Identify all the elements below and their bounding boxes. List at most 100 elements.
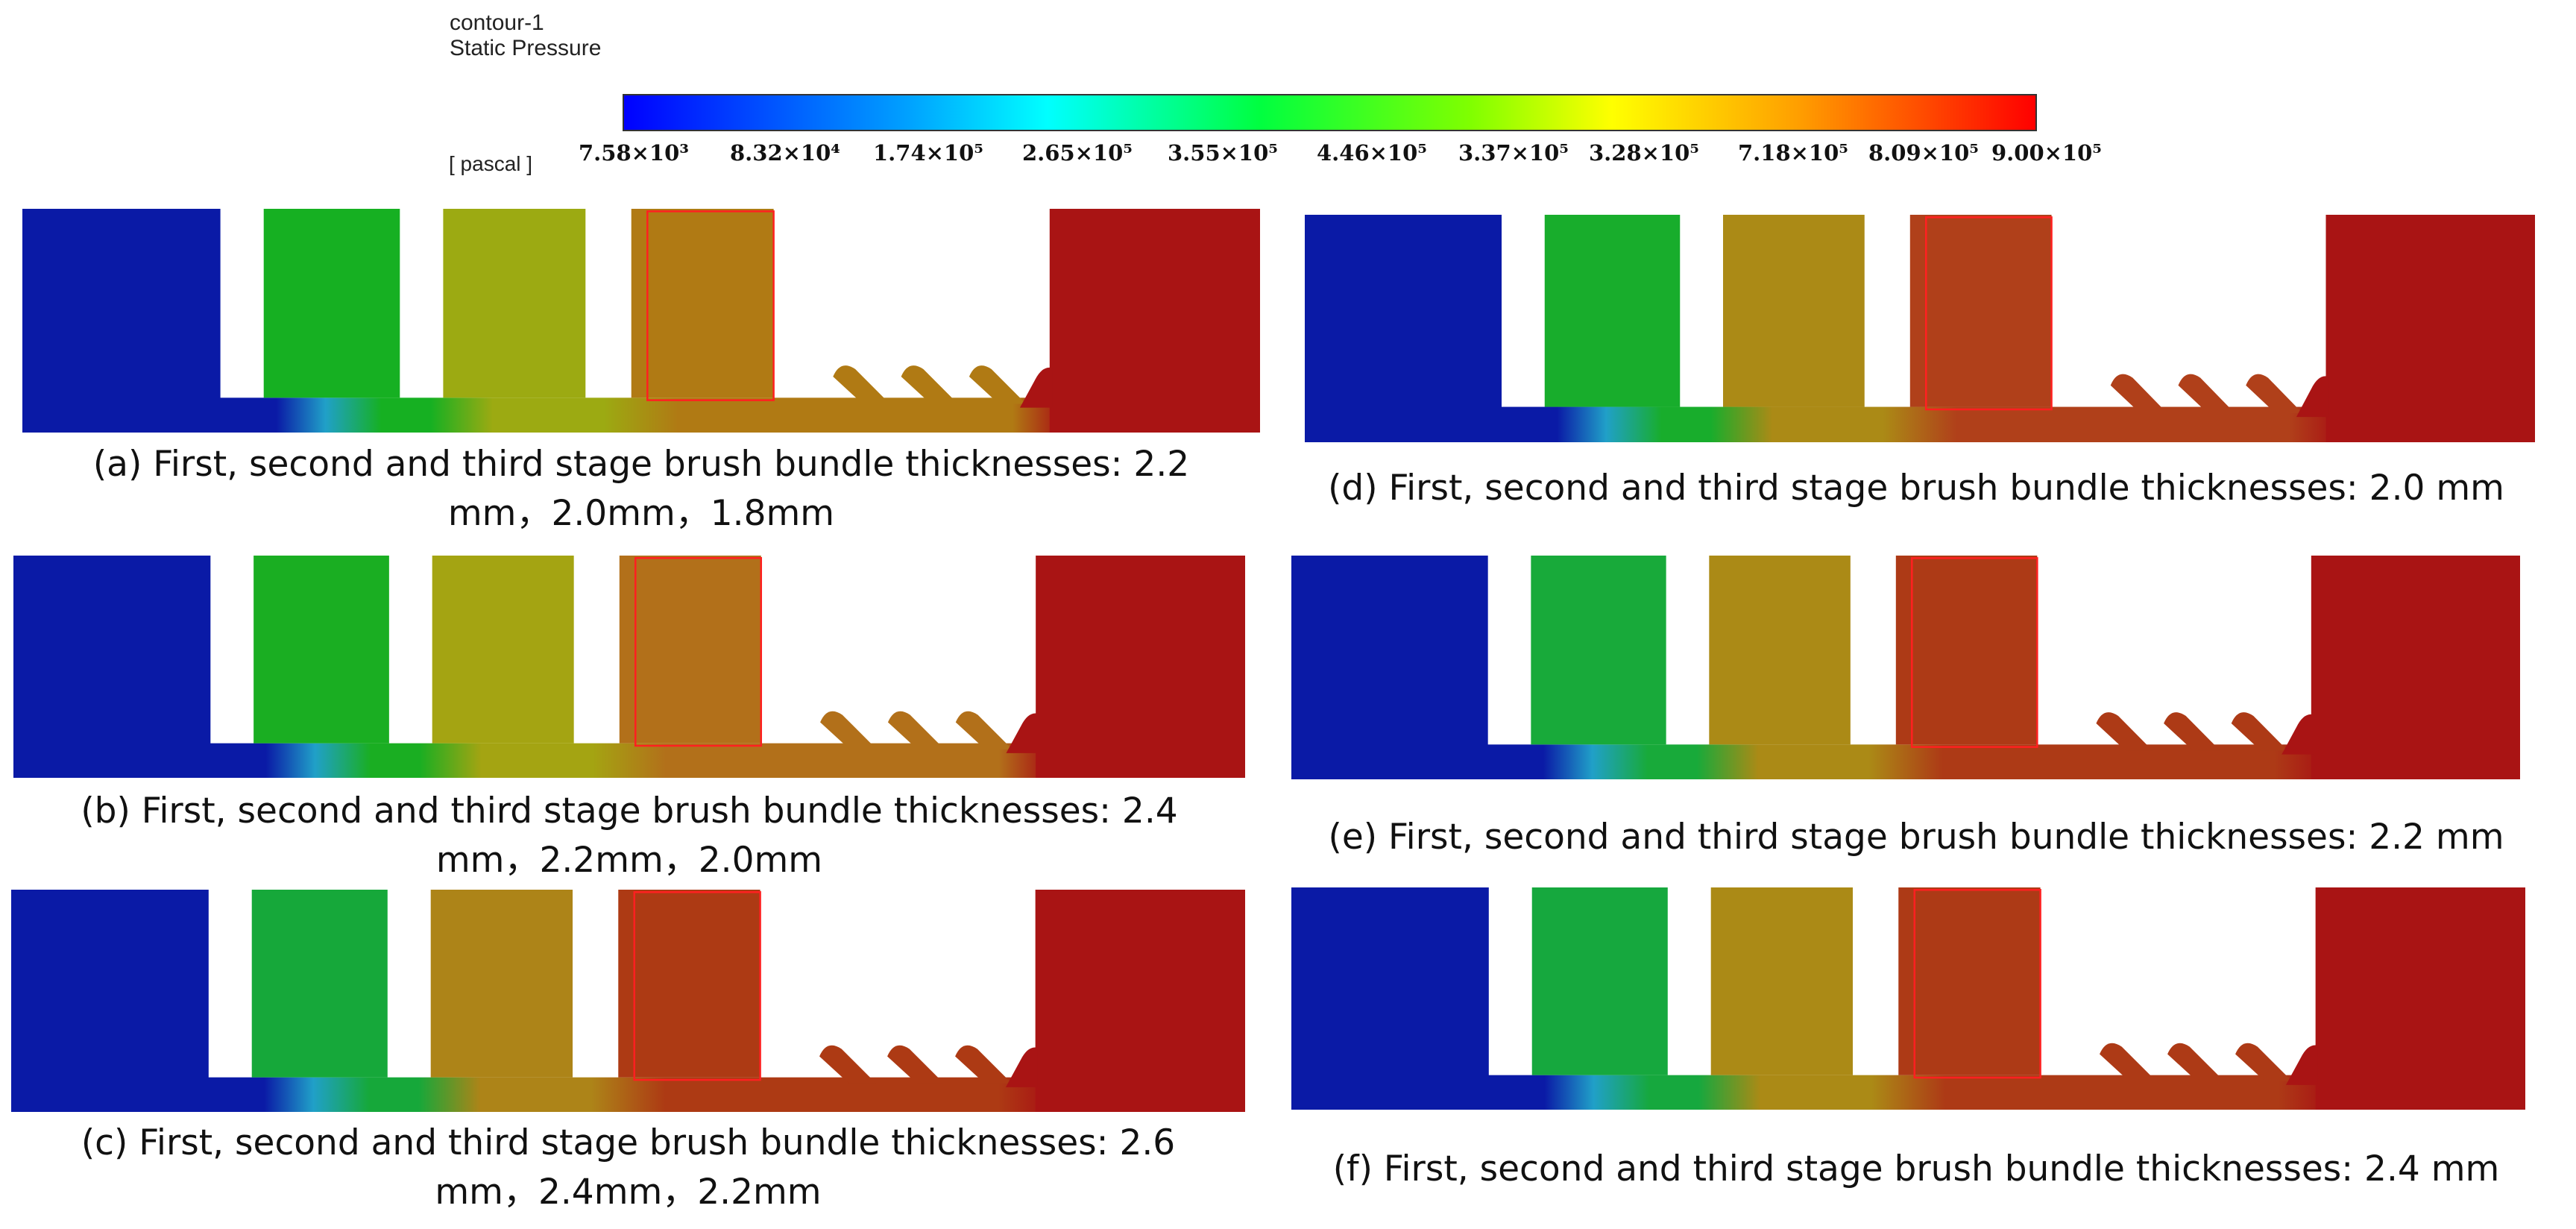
downstream-chamber [1036,556,1245,778]
highlight-box [1912,558,2037,746]
brush-tooth [2235,1043,2293,1081]
downstream-chamber [2315,887,2525,1110]
brush-tooth [2096,712,2153,751]
downstream-chamber [1035,890,1245,1112]
caption-c-line2: mm，2.4mm，2.2mm [435,1172,822,1213]
colorbar-tick: 7.18×10⁵ [1738,140,1848,166]
panel-e-contour [1291,556,2520,779]
brush-tooth [1019,367,1053,408]
brush-tooth [887,711,945,749]
brush-tooth [2164,712,2220,751]
colorbar-tick: 9.00×10⁵ [1991,140,2102,166]
colorbar-tick: 2.65×10⁵ [1022,140,1133,166]
highlight-box [634,892,760,1080]
caption-d: (d) First, second and third stage brush … [1267,464,2565,513]
brush-tooth [955,1045,1013,1084]
upstream-chamber [1291,556,1488,779]
caption-c-line1: (c) First, second and third stage brush … [81,1122,1176,1163]
seal-geometry [11,890,1245,1112]
colorbar-tick: 3.28×10⁵ [1589,140,1699,166]
colorbar-tick: 4.46×10⁵ [1317,140,1427,166]
highlight-box [1926,217,2051,409]
legend-contour-name: contour-1 [450,10,544,35]
caption-e-line1: (e) First, second and third stage brush … [1328,817,2504,858]
colorbar-tick: 7.58×10³ [579,140,689,166]
brush-tooth [820,711,878,749]
stage1-cavity [1544,215,1681,407]
brush-tooth [2100,1043,2157,1081]
legend-variable-name: Static Pressure [450,36,602,60]
brush-tooth [901,365,958,404]
brush-tooth [2167,1043,2225,1081]
seal-geometry [13,556,1245,778]
caption-a-line2: mm，2.0mm，1.8mm [447,493,835,534]
stage3-cavity [631,209,774,398]
stage3-cavity [1898,887,2041,1075]
seal-geometry [22,209,1260,433]
caption-b-line1: (b) First, second and third stage brush … [81,790,1178,832]
stage2-cavity [443,209,586,398]
caption-a: (a) First, second and third stage brush … [22,440,1260,538]
stage1-cavity [251,890,388,1078]
downstream-chamber [2325,215,2535,442]
upstream-chamber [11,890,209,1112]
brush-tooth [2296,376,2328,418]
brush-tooth [2231,712,2288,751]
highlight-box [1915,890,2041,1078]
colorbar-tick: 1.74×10⁵ [873,140,983,166]
brush-tooth [2281,714,2314,755]
brush-tooth [2285,1045,2318,1085]
pressure-colorbar [623,94,2037,131]
colorbar-tick: 3.55×10⁵ [1168,140,1278,166]
colorbar-tick: 3.37×10⁵ [1458,140,1569,166]
stage1-cavity [263,209,400,398]
stage1-cavity [1531,887,1668,1075]
upstream-chamber [13,556,211,778]
stage2-cavity [430,890,573,1078]
brush-tooth [887,1045,945,1084]
colorbar-tick: 8.09×10⁵ [1868,140,1979,166]
brush-tooth [819,1045,877,1084]
panel-a-contour [22,209,1260,433]
colorbar-tick: 8.32×10⁴ [730,140,840,166]
upstream-chamber [1291,887,1489,1110]
brush-tooth [2110,374,2167,414]
panel-f-contour [1291,887,2525,1110]
seal-geometry [1291,556,2520,779]
legend-unit: [ pascal ] [449,152,533,175]
brush-tooth [955,711,1013,749]
upstream-chamber [1305,215,1502,442]
seal-geometry [1305,215,2535,442]
brush-tooth [1006,713,1039,753]
colorbar-tick-labels: 7.58×10³ 8.32×10⁴ 1.74×10⁵ 2.65×10⁵ 3.55… [0,140,2576,173]
legend-title: contour-1 Static Pressure [450,10,601,61]
brush-tooth [2178,374,2235,414]
downstream-chamber [2311,556,2520,779]
caption-f: (f) First, second and third stage brush … [1267,1145,2565,1194]
panel-d-contour [1305,215,2535,442]
panel-c-contour [11,890,1245,1112]
downstream-chamber [1049,209,1260,433]
caption-a-line1: (a) First, second and third stage brush … [92,444,1190,485]
caption-e: (e) First, second and third stage brush … [1267,813,2565,862]
stage3-cavity [618,890,760,1078]
stage1-cavity [253,556,389,744]
highlight-box [647,211,773,400]
stage3-cavity [619,556,761,744]
stage2-cavity [1709,556,1851,745]
caption-b: (b) First, second and third stage brush … [13,787,1245,885]
stage3-cavity [1909,215,2052,407]
upstream-chamber [22,209,221,433]
caption-b-line2: mm，2.2mm，2.0mm [435,840,823,881]
caption-f-line1: (f) First, second and third stage brush … [1332,1148,2500,1189]
stage2-cavity [1710,887,1854,1075]
stage3-cavity [1895,556,2038,745]
seal-geometry [1291,887,2525,1110]
caption-d-line1: (d) First, second and third stage brush … [1328,468,2504,509]
panel-b-contour [13,556,1245,778]
stage2-cavity [1723,215,1865,407]
stage2-cavity [432,556,574,744]
stage1-cavity [1531,556,1666,745]
caption-c: (c) First, second and third stage brush … [11,1119,1245,1217]
brush-tooth [2246,374,2303,414]
